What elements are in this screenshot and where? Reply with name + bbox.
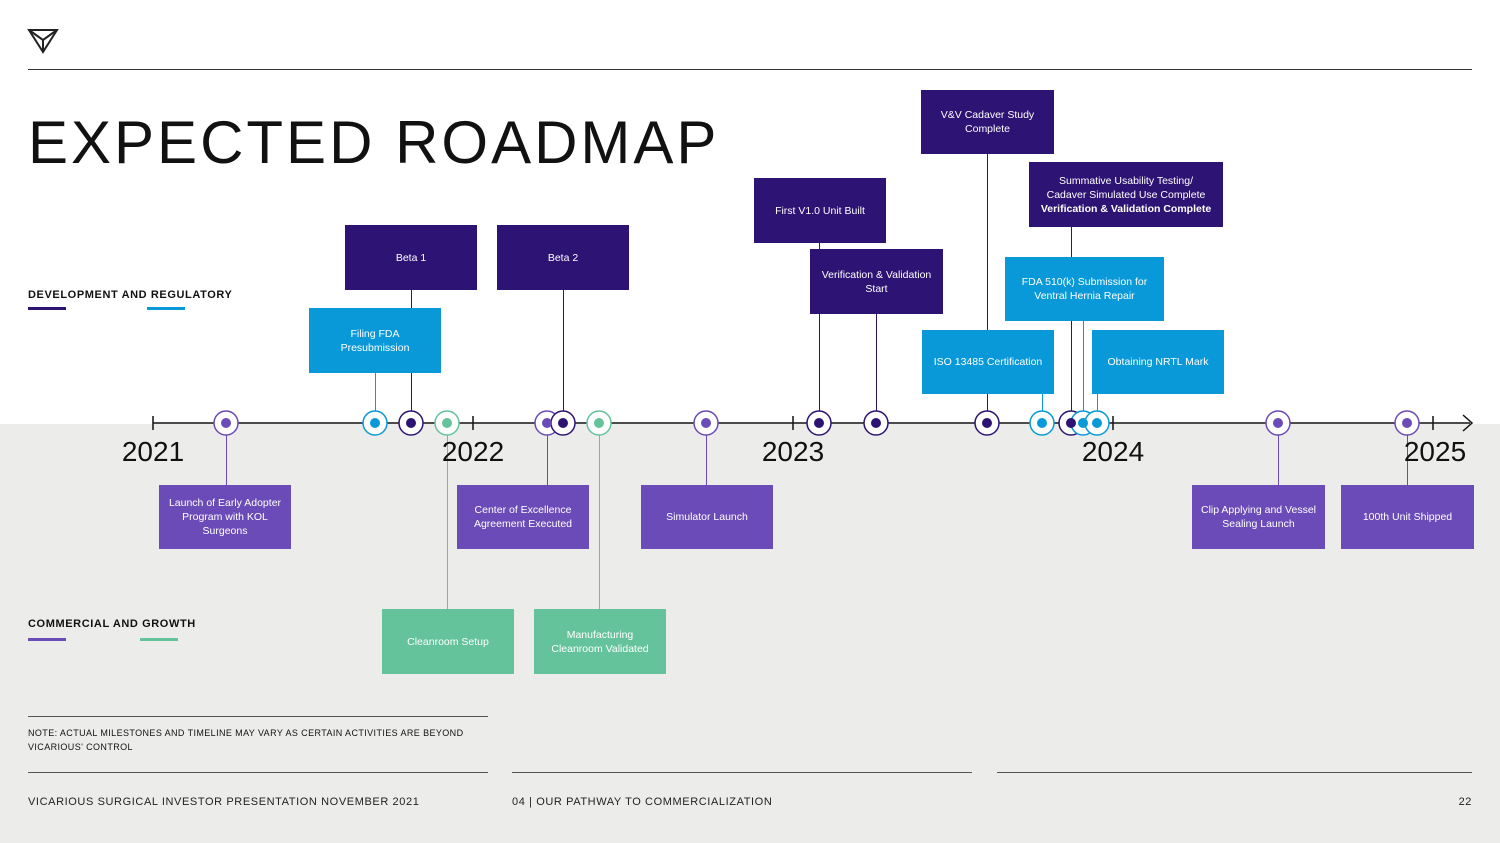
- milestone-vv-cadaver: V&V Cadaver Study Complete: [921, 90, 1054, 154]
- stem-early-adopter: [226, 423, 227, 485]
- milestone-mfg-cleanroom: Manufacturing Cleanroom Validated: [534, 609, 666, 674]
- milestone-vv-start: Verification & Validation Start: [810, 249, 943, 314]
- milestone-filing-fda: Filing FDA Presubmission: [309, 308, 441, 373]
- stem-simulator: [706, 423, 707, 485]
- year-label-2021: 2021: [121, 436, 185, 467]
- milestone-beta1: Beta 1: [345, 225, 477, 290]
- stem-cleanroom: [447, 423, 448, 609]
- stem-iso: [1042, 394, 1043, 423]
- year-label-2025: 2025: [1403, 436, 1467, 467]
- page-title: EXPECTED ROADMAP: [28, 109, 720, 176]
- stem-coe: [547, 423, 548, 485]
- footer-rule-left: [28, 772, 488, 773]
- footer-presentation-title: VICARIOUS SURGICAL INVESTOR PRESENTATION…: [28, 796, 420, 808]
- note-top-rule: [28, 716, 488, 717]
- legend-commercial-swatch: [28, 638, 66, 641]
- year-label-2024: 2024: [1081, 436, 1145, 467]
- milestone-early-adopter: Launch of Early Adopter Program with KOL…: [159, 485, 291, 549]
- milestone-coe: Center of Excellence Agreement Executed: [457, 485, 589, 549]
- footer-page-number: 22: [1458, 796, 1472, 808]
- legend-com-growth-label: COMMERCIAL AND GROWTH: [28, 618, 196, 630]
- top-rule: [28, 69, 1472, 70]
- milestone-100th-unit: 100th Unit Shipped: [1341, 485, 1474, 549]
- disclaimer-note: NOTE: ACTUAL MILESTONES AND TIMELINE MAY…: [28, 728, 464, 752]
- summative-line-1: Summative Usability Testing/: [1058, 174, 1194, 187]
- stem-fda-510k: [1083, 321, 1084, 423]
- year-label-2022: 2022: [441, 436, 505, 467]
- milestone-nrtl: Obtaining NRTL Mark: [1092, 330, 1224, 394]
- stem-mfg-cleanroom: [599, 423, 600, 609]
- summative-line-3: Verification & Validation Complete: [1040, 202, 1212, 215]
- legend-regulatory-swatch: [147, 307, 185, 310]
- footer-rule-right: [997, 772, 1472, 773]
- stem-vv-cadaver: [987, 154, 988, 423]
- milestone-iso: ISO 13485 Certification: [922, 330, 1054, 394]
- footer-section-title: 04 | OUR PATHWAY TO COMMERCIALIZATION: [512, 796, 773, 808]
- stem-clip: [1278, 423, 1279, 485]
- milestone-summative: Summative Usability Testing/ Cadaver Sim…: [1029, 162, 1223, 227]
- milestone-beta2: Beta 2: [497, 225, 629, 290]
- legend-development-swatch: [28, 307, 66, 310]
- axis-arrow: [1462, 414, 1474, 432]
- summative-line-2: Cadaver Simulated Use Complete: [1046, 188, 1206, 201]
- legend-dev-reg-label: DEVELOPMENT AND REGULATORY: [28, 289, 233, 301]
- stem-first-unit: [819, 243, 820, 423]
- milestone-cleanroom: Cleanroom Setup: [382, 609, 514, 674]
- stem-100th-unit: [1407, 423, 1408, 485]
- milestone-simulator: Simulator Launch: [641, 485, 773, 549]
- stem-filing-fda: [375, 373, 376, 423]
- stem-beta2: [563, 290, 564, 423]
- stem-nrtl: [1097, 394, 1098, 423]
- legend-growth-swatch: [140, 638, 178, 641]
- stem-summative: [1071, 227, 1072, 423]
- milestone-fda-510k: FDA 510(k) Submission for Ventral Hernia…: [1005, 257, 1164, 321]
- footer-rule-center: [512, 772, 972, 773]
- vicarious-logo-icon: [27, 29, 59, 54]
- milestone-clip: Clip Applying and Vessel Sealing Launch: [1192, 485, 1325, 549]
- year-label-2023: 2023: [761, 436, 825, 467]
- stem-vv-start: [876, 314, 877, 423]
- milestone-first-unit: First V1.0 Unit Built: [754, 178, 886, 243]
